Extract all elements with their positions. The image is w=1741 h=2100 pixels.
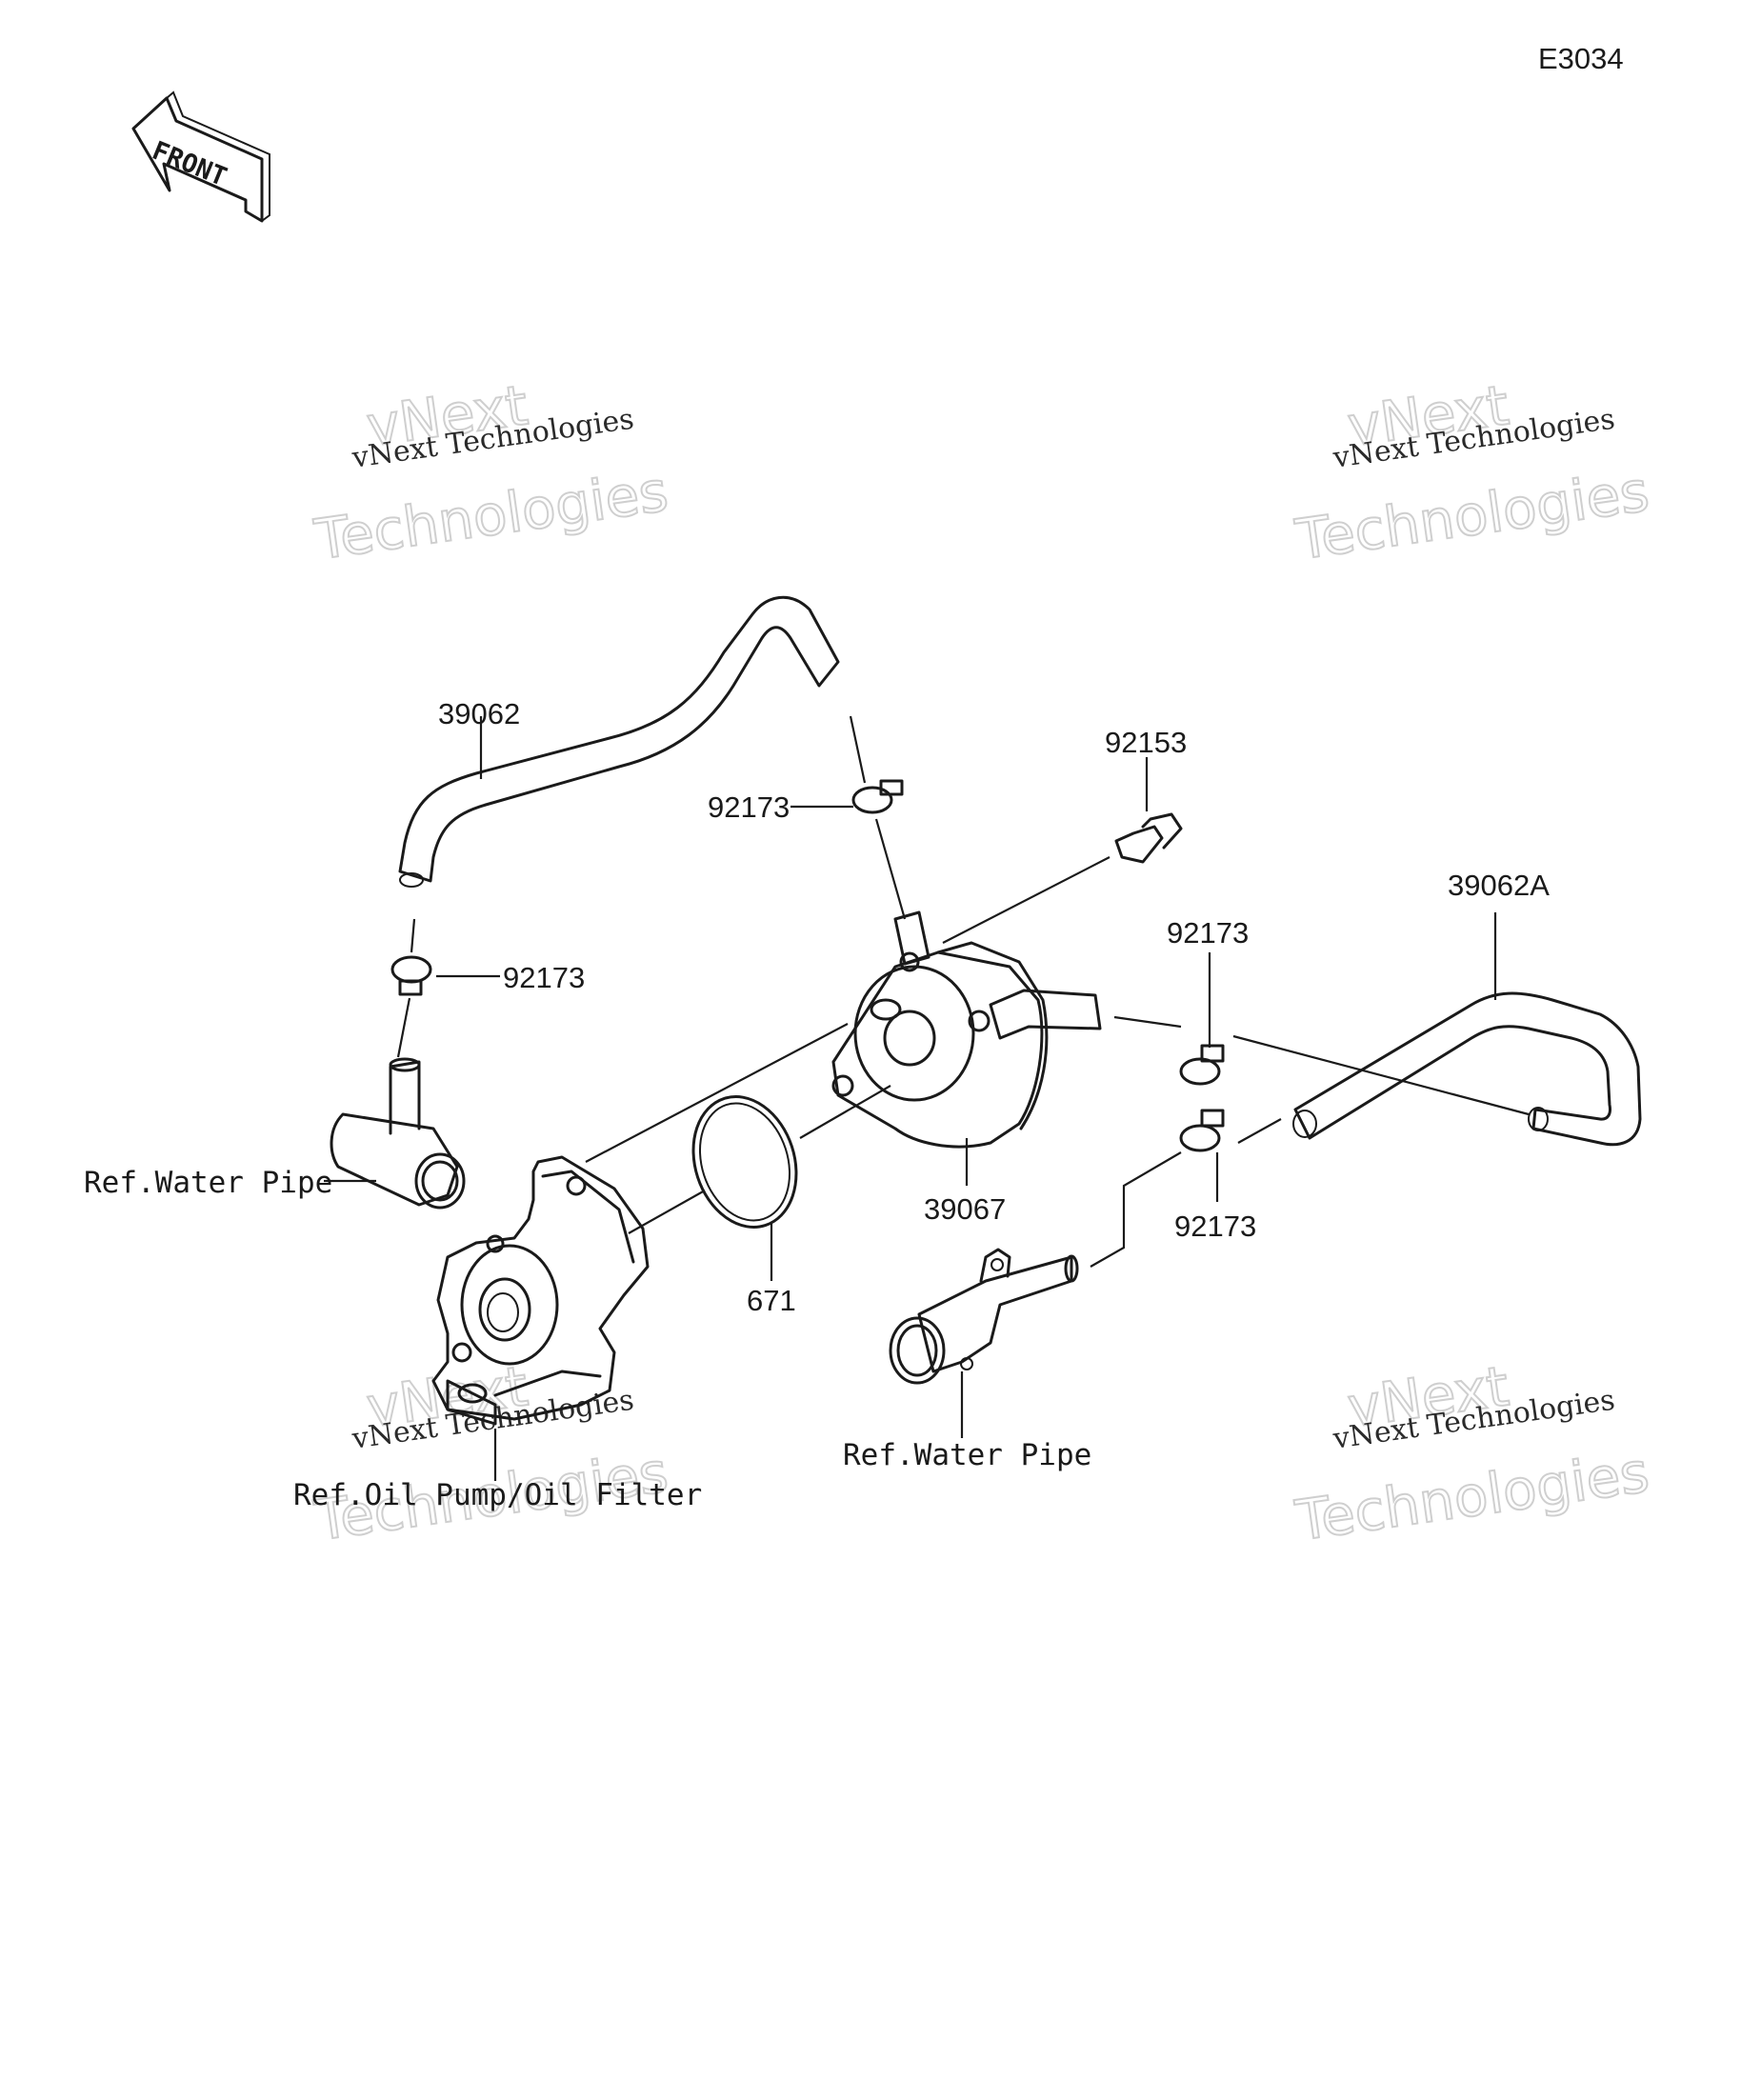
front-label: FRONT [148, 136, 230, 192]
clamp-left [390, 955, 432, 996]
callout-671: 671 [747, 1284, 796, 1317]
callout-92173-right-bottom: 92173 [1174, 1210, 1256, 1243]
watermark-bottom-left: vNext vNext Technologies Technologies [310, 1352, 672, 1554]
clamp-right-bottom [1179, 1109, 1225, 1152]
water-pipe-left [330, 1057, 466, 1210]
clamp-right-top [1179, 1044, 1225, 1086]
callout-39062a: 39062A [1448, 869, 1550, 902]
svg-text:Technologies: Technologies [1291, 1440, 1652, 1553]
watermark-top-left: vNext vNext Technologies Technologies [310, 371, 672, 573]
oil-pump-housing [431, 1155, 650, 1426]
ref-water-pipe-bottom: Ref.Water Pipe [843, 1438, 1091, 1472]
watermark-bottom-right: vNext vNext Technologies Technologies [1291, 1352, 1653, 1554]
hose-39062 [398, 595, 840, 888]
callout-92173-upper: 92173 [708, 790, 790, 824]
ref-water-pipe-left: Ref.Water Pipe [84, 1166, 332, 1200]
callout-39067: 39067 [924, 1192, 1006, 1226]
bolt-92153 [1114, 812, 1183, 864]
clamp-upper [851, 779, 904, 814]
diagram-code: E3034 [1538, 42, 1624, 75]
front-arrow-icon: FRONT [131, 90, 270, 223]
svg-text:Technologies: Technologies [310, 459, 671, 572]
callout-92173-left: 92173 [503, 961, 585, 994]
callout-92153: 92153 [1105, 726, 1187, 759]
hose-39062a [1292, 991, 1642, 1147]
o-ring-671 [691, 1095, 798, 1229]
oil-cooler-39067 [831, 910, 1102, 1149]
callout-39062: 39062 [438, 697, 520, 730]
water-pipe-bottom [889, 1248, 1079, 1385]
ref-oil-pump-oil-filter: Ref.Oil Pump/Oil Filter [293, 1478, 702, 1512]
svg-text:Technologies: Technologies [1291, 459, 1652, 572]
watermark-top-right: vNext vNext Technologies Technologies [1291, 371, 1653, 573]
callout-92173-right-top: 92173 [1167, 916, 1249, 950]
